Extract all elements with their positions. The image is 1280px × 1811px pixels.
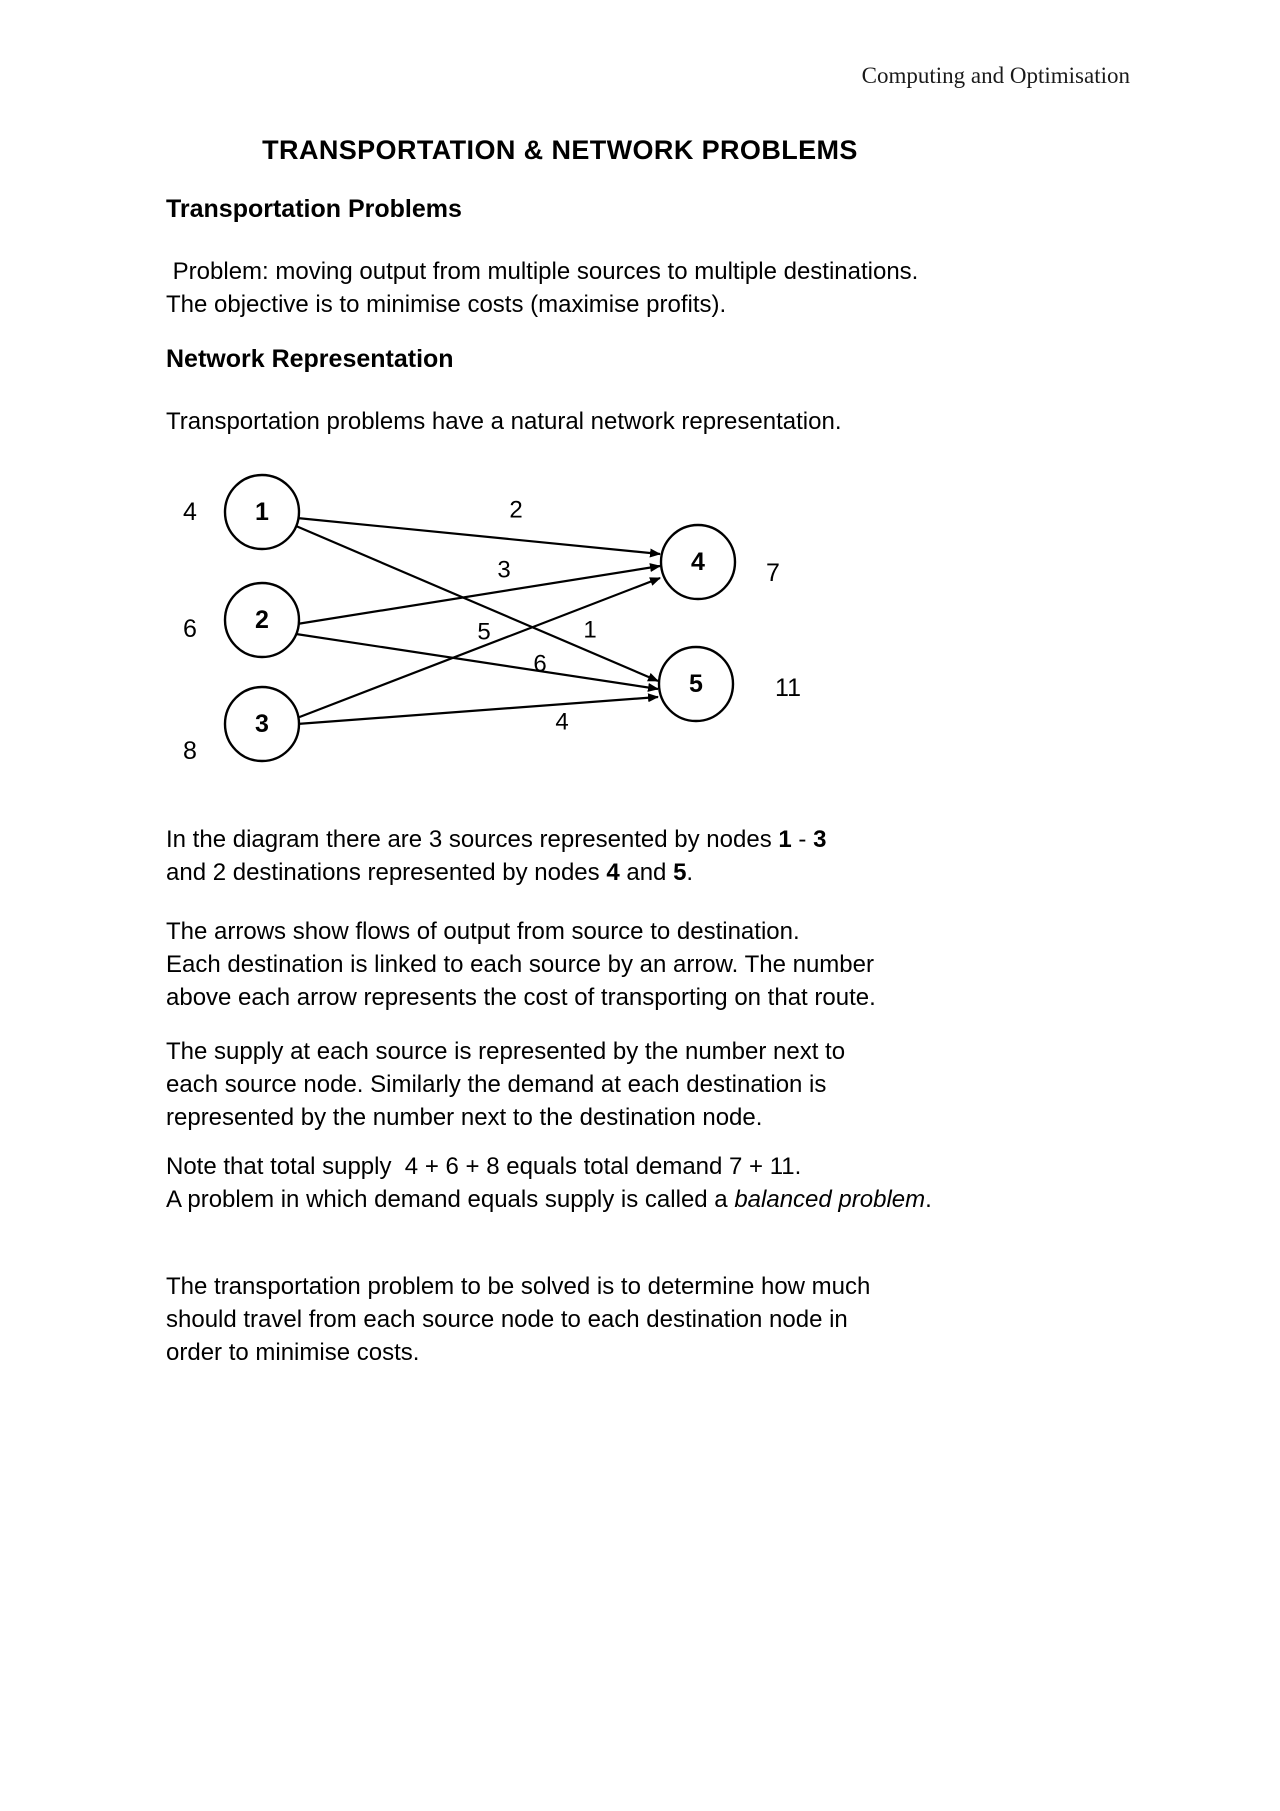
node-destination-5-label: 5 (689, 670, 703, 698)
cost-label-edge-3-4: 5 (477, 619, 490, 646)
edge-2-to-5 (295, 632, 659, 692)
demand-label-destination-4: 7 (766, 559, 780, 587)
page-title: TRANSPORTATION & NETWORK PROBLEMS (262, 135, 858, 165)
node-destination-5: 5 (657, 645, 735, 723)
node-source-1: 1 (223, 473, 301, 551)
node-ref-3: 3 (813, 826, 827, 853)
diagram-desc-part-4: and (619, 859, 674, 886)
paragraph-diagram-description: In the diagram there are 3 sources repre… (166, 823, 956, 889)
balanced-text-post: . (925, 1186, 932, 1213)
node-destination-4: 4 (659, 523, 737, 601)
cost-label-edge-2-5: 6 (533, 651, 546, 678)
diagram-desc-part-1: In the diagram there are 3 sources repre… (166, 826, 779, 853)
heading-network-representation: Network Representation (166, 345, 454, 373)
cost-label-edge-3-5: 4 (555, 709, 568, 736)
running-header: Computing and Optimisation (861, 63, 1130, 88)
cost-label-edge-1-4: 2 (509, 497, 522, 524)
node-destination-4-label: 4 (691, 548, 705, 576)
balanced-problem-emphasis: balanced problem (734, 1186, 926, 1213)
edge-3-to-4 (296, 576, 661, 720)
paragraph-arrows-explanation: The arrows show flows of output from sou… (166, 918, 876, 1011)
node-source-2: 2 (223, 581, 301, 659)
node-ref-4: 4 (606, 859, 620, 886)
node-source-2-label: 2 (255, 606, 269, 634)
node-source-3: 3 (223, 685, 301, 763)
paragraph-supply-demand: The supply at each source is represented… (166, 1038, 846, 1131)
node-source-1-label: 1 (255, 498, 269, 526)
paragraph-balanced-problem: Note that total supply 4 + 6 + 8 equals … (166, 1150, 956, 1216)
paragraph-problem-statement: Problem: moving output from multiple sou… (166, 258, 925, 318)
diagram-desc-part-2: - (791, 826, 814, 853)
demand-label-destination-5: 11 (775, 674, 801, 702)
edge-2-to-4 (296, 563, 661, 626)
edge-1-to-5 (295, 524, 659, 683)
edge-3-to-5 (296, 693, 659, 726)
network-diagram: 1 2 3 4 5 4 6 8 7 (166, 462, 846, 792)
cost-label-edge-1-5: 1 (583, 617, 596, 644)
diagram-desc-part-3: and 2 destinations represented by nodes (166, 859, 600, 886)
diagram-desc-part-5: . (686, 859, 694, 886)
supply-label-source-1: 4 (183, 498, 197, 526)
cost-label-edge-2-4: 3 (497, 557, 510, 584)
paragraph-objective: The transportation problem to be solved … (166, 1273, 871, 1366)
node-ref-1: 1 (778, 826, 792, 853)
node-ref-5: 5 (673, 859, 687, 886)
supply-label-source-3: 8 (183, 737, 197, 765)
supply-label-source-2: 6 (183, 615, 197, 643)
edge-1-to-4 (296, 516, 661, 558)
balanced-text-pre: Note that total supply 4 + 6 + 8 equals … (166, 1153, 802, 1213)
heading-transportation-problems: Transportation Problems (166, 195, 462, 223)
node-source-3-label: 3 (255, 710, 269, 738)
paragraph-natural-network: Transportation problems have a natural n… (166, 408, 842, 435)
